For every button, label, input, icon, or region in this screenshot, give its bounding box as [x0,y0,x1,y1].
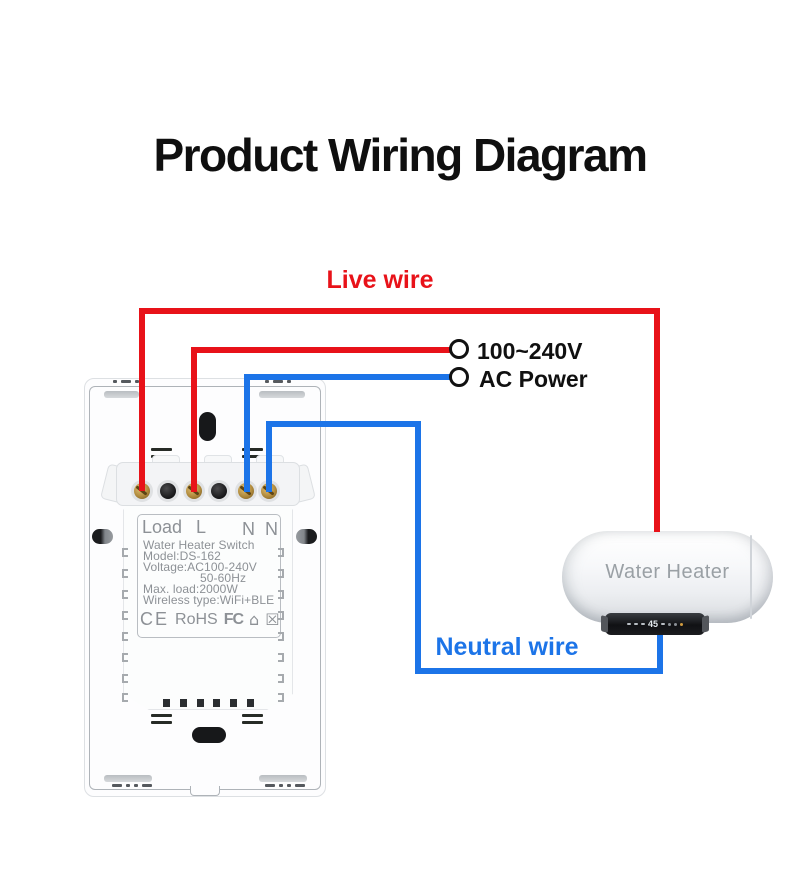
fcc-mark-icon: FC [223,610,244,628]
water-heater-tank [562,531,773,623]
mount-tick-bottom-right [265,784,305,787]
vent-mark [278,653,284,662]
tank-seam [750,535,752,619]
ac-neutral-terminal-icon [449,367,469,387]
panel-temperature-display: 45 [647,618,658,629]
water-heater-control-panel: 45 [605,613,705,635]
panel-button [674,622,677,626]
vent-square [230,699,237,707]
vent-mark [122,569,128,578]
vent-mark [278,548,284,557]
vent-mark [122,611,128,620]
panel-button [668,622,671,626]
neutral-wire-vertical-N1 [244,374,250,492]
vent-mark [122,590,128,599]
vent-equal-bottom-left [151,714,172,728]
spec-line-wireless: Wireless type:WiFi+BLE [143,593,275,607]
bottom-notch [190,786,220,796]
mount-tick-top-right [265,380,291,383]
ac-live-terminal-icon [449,339,469,359]
vent-square [197,699,204,707]
supply-voltage-label: 100~240V [477,338,583,364]
live-wire-top-horizontal [139,308,660,314]
vent-mark [278,693,284,702]
vent-mark [278,590,284,599]
vent-mark [278,674,284,683]
house-icon: ⌂ [249,609,260,629]
vent-mark [278,632,284,641]
panel-indicator [661,623,665,625]
vent-mark [122,693,128,702]
vent-square [247,699,254,707]
mount-tick-bottom-left [112,784,152,787]
neutral-wire-to-heater [657,635,663,674]
vent-mark [278,569,284,578]
switch-module [123,500,293,710]
mount-slot-bottom-left [104,775,152,782]
mount-tick-top-left [113,380,139,383]
neutral-wire-upper-horizontal [266,421,421,427]
vent-mark [122,632,128,641]
vent-square [213,699,220,707]
page-title: Product Wiring Diagram [153,129,648,181]
live-wire-vertical-load [139,308,145,491]
vent-mark [278,611,284,620]
neutral-wire-vertical-N2 [266,421,272,492]
mount-slot-top-left [104,391,139,398]
mount-slot-top-right [259,391,305,398]
vent-equal-bottom-right [242,714,263,728]
cable-hole-bottom-icon [192,727,226,743]
live-wire-to-heater [654,308,660,532]
mount-slot-bottom-right [259,775,307,782]
side-mount-hole-left [92,529,113,544]
supply-power-label: AC Power [479,366,588,392]
side-mount-hole-right [296,529,317,544]
rohs-mark-icon: RoHS [175,610,218,628]
spec-line-voltage: Voltage:AC100-240V [143,560,257,574]
terminal-label-load: Load [142,517,183,537]
terminal-label-l: L [196,517,207,537]
panel-indicator [626,623,631,625]
spec-line-model: Model:DS-162 [143,549,221,563]
neutral-wire-down-vertical [415,421,421,674]
live-wire-vertical-L [191,347,197,492]
neutral-wire-label: Neutral wire [435,633,579,661]
water-heater-label: Water Heater [605,561,730,583]
vent-mark [122,548,128,557]
spec-text: Water Heater Switch Model:DS-162 Voltage… [143,538,278,607]
spec-line-frequency: 50-60Hz [200,571,247,585]
vent-mark [122,653,128,662]
spec-line-product: Water Heater Switch [143,538,255,552]
cable-hole-top-icon [199,412,216,441]
certification-row: CE RoHS FC ⌂ ☒ [140,609,290,630]
vent-square [163,699,170,707]
weee-bin-icon: ☒ [265,609,280,629]
neutral-wire-bottom-horizontal [415,668,663,674]
terminal-hole-2 [160,483,176,499]
terminal-screw-load [134,483,150,499]
vent-square [180,699,187,707]
panel-indicator [633,623,638,625]
terminal-label-n2: N [265,519,278,539]
live-wire-label: Live wire [326,266,434,294]
terminal-hole-4 [211,483,227,499]
panel-indicator [640,623,645,625]
spec-line-maxload: Max. load:2000W [143,582,238,596]
vent-equal-top-right [242,448,263,462]
vent-mark [122,674,128,683]
neutral-wire-to-supply [244,374,450,380]
live-wire-to-supply [191,347,450,353]
ce-mark-icon: CE [140,609,170,629]
terminal-label-n1: N [242,519,255,539]
panel-power-button [680,622,683,626]
